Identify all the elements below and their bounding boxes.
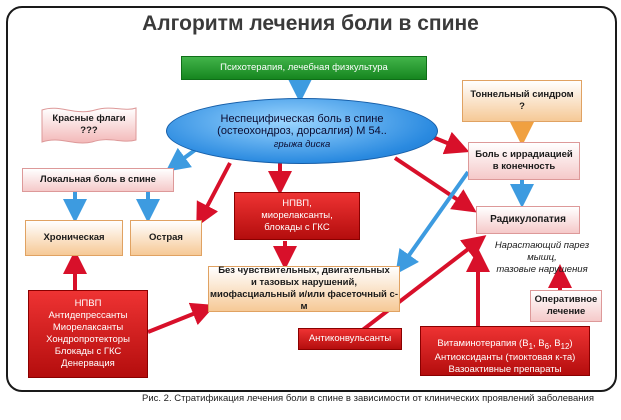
radiculopathy-box: Радикулопатия [476, 206, 580, 234]
tunnel-line2: ? [519, 101, 525, 112]
red-flags-shape [41, 107, 137, 144]
nonspecific-line1: Неспецифическая боль в спине [220, 112, 384, 125]
arrow-irradiation-nodisorders [395, 170, 470, 275]
left-treatment-box: НПВП Антидепрессанты Миорелаксанты Хондр… [28, 290, 148, 378]
no-disorders-line2: и тазовых нарушений, [251, 277, 357, 289]
vitamin-sub2: 6 [544, 342, 549, 352]
local-pain-box: Локальная боль в спине [22, 168, 174, 192]
psychotherapy-label: Психотерапия, лечебная физкультура [220, 62, 388, 74]
left-treatment-line2: Антидепрессанты [48, 310, 128, 322]
nsaid-top-line3: блокады с ГКС [264, 221, 330, 233]
arrow-ellipse-local [165, 147, 197, 172]
irradiation-line1: Боль с иррадиацией [475, 149, 573, 161]
nsaid-top-line2: миорелаксанты, [261, 210, 333, 222]
red-flags-line2: ??? [80, 125, 98, 136]
left-treatment-line6: Денервация [61, 357, 115, 369]
nsaid-top-line1: НПВП, [282, 198, 312, 210]
vitamin-sub1: 1 [528, 342, 533, 352]
surgery-box: Оперативное лечение [530, 290, 602, 322]
antioxidants-line: Антиоксиданты (тиоктовая к-та) [434, 351, 576, 363]
nonspecific-sub: грыжа диска [273, 138, 331, 150]
paresis-text: Нарастающий парез мышц, тазовые нарушени… [494, 240, 590, 275]
vitamin-suffix: ) [569, 338, 573, 350]
no-disorders-box: Без чувствительных, двигательных и тазов… [208, 265, 400, 312]
irradiation-box: Боль с иррадиацией в конечность [468, 142, 580, 180]
irradiation-line2: в конечность [492, 161, 556, 172]
local-pain-label: Локальная боль в спине [40, 174, 156, 186]
arrow-ellipse-irradiation [429, 131, 470, 155]
surgery-line1: Оперативное [534, 294, 598, 306]
arrow-ellipse-radiculopathy [393, 156, 477, 213]
tunnel-line1: Тоннельный синдром [470, 89, 574, 101]
vitamin-sep2: , В [549, 338, 561, 350]
diagram-title: Алгоритм лечения боли в спине [142, 12, 479, 35]
vitamin-prefix: Витаминотерапия (В [437, 338, 529, 350]
left-treatment-line1: НПВП [74, 298, 102, 310]
nonspecific-line2: (остеохондроз, дорсалгия) М 54.. [217, 124, 387, 137]
acute-label: Острая [149, 232, 183, 244]
radiculopathy-label: Радикулопатия [490, 213, 566, 225]
chronic-box: Хроническая [25, 220, 123, 256]
figure-caption: Рис. 2. Стратификация лечения боли в спи… [142, 393, 594, 404]
vitamin-sub3: 12 [560, 342, 570, 352]
vitamins-line: Витаминотерапия (В1, В6, В12) [437, 326, 572, 352]
acute-box: Острая [130, 220, 202, 256]
arrow-ellipse-acute [196, 162, 232, 228]
psychotherapy-box: Психотерапия, лечебная физкультура [181, 56, 427, 80]
anticonvulsants-label: Антиконвульсанты [308, 333, 392, 345]
vasoactive-line: Вазоактивные препараты [448, 363, 562, 375]
vitamins-box: Витаминотерапия (В1, В6, В12) Антиоксида… [420, 326, 590, 376]
arrow-leftbottom-nodisorders [147, 302, 216, 334]
arrow-anticonv-radiculopathy [358, 235, 487, 334]
tunnel-syndrome-box: Тоннельный синдром ? [462, 80, 582, 122]
chronic-label: Хроническая [43, 232, 105, 244]
nonspecific-pain-ellipse: Неспецифическая боль в спине (остеохондр… [166, 98, 438, 164]
left-treatment-line3: Миорелаксанты [52, 322, 124, 334]
left-treatment-line5: Блокады с ГКС [54, 345, 122, 357]
vitamin-sep1: , В [532, 338, 545, 350]
anticonvulsants-box: Антиконвульсанты [298, 328, 402, 350]
surgery-line2: лечение [546, 306, 586, 317]
nsaid-top-box: НПВП, миорелаксанты, блокады с ГКС [234, 192, 360, 240]
left-treatment-line4: Хондропротекторы [46, 334, 130, 345]
no-disorders-line1: Без чувствительных, двигательных [218, 265, 390, 277]
no-disorders-line3: миофасциальный и/или фасеточный с-м [210, 289, 398, 312]
red-flags-line1: Красные флаги [52, 113, 126, 125]
red-flags-text: Красные флаги ??? [40, 104, 138, 146]
